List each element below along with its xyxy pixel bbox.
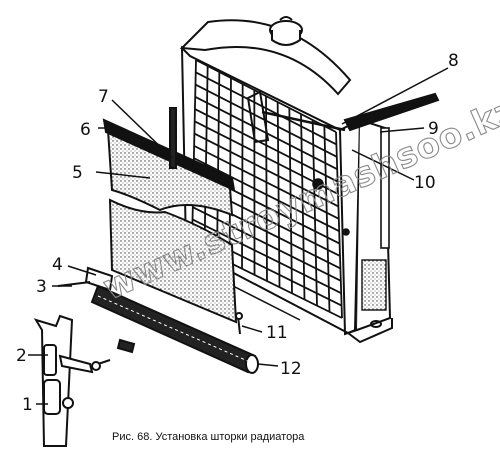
grille-vertical-bar bbox=[335, 131, 343, 319]
grille-vertical-bar bbox=[276, 101, 281, 288]
grille-vertical-bar bbox=[288, 107, 293, 294]
callout-labels: 7 6 5 4 3 2 1 8 9 10 11 12 bbox=[16, 51, 459, 415]
shutter-roller bbox=[90, 284, 259, 374]
grille-horizontal-bar bbox=[192, 206, 342, 282]
grille-horizontal-bar bbox=[195, 83, 338, 158]
grille-vertical-bar bbox=[191, 59, 197, 245]
grille-horizontal-bar bbox=[192, 218, 342, 295]
shutter-control-rod bbox=[246, 90, 440, 144]
grille-horizontal-bar bbox=[195, 71, 337, 146]
callout-7: 7 bbox=[98, 87, 109, 107]
grille-vertical-bar bbox=[228, 77, 232, 263]
callout-12: 12 bbox=[280, 359, 302, 379]
callout-6: 6 bbox=[80, 120, 91, 140]
mounting-bracket bbox=[33, 314, 136, 447]
callout-1: 1 bbox=[22, 395, 33, 415]
grille-vertical-bar bbox=[241, 83, 244, 269]
callout-10: 10 bbox=[414, 173, 436, 193]
leader-lines bbox=[28, 67, 449, 405]
callout-8: 8 bbox=[448, 51, 459, 71]
callout-2: 2 bbox=[16, 346, 27, 366]
callout-4: 4 bbox=[52, 255, 63, 275]
grille-vertical-bar bbox=[323, 125, 331, 312]
callout-5: 5 bbox=[72, 163, 83, 183]
grille-vertical-bar bbox=[216, 71, 221, 257]
figure-caption: Рис. 68. Установка шторки радиатора bbox=[112, 431, 305, 443]
radiator-side-tube bbox=[312, 127, 390, 249]
grille-vertical-bar bbox=[203, 65, 209, 251]
grille-horizontal-bar bbox=[195, 59, 337, 133]
callout-11: 11 bbox=[266, 323, 288, 343]
callout-3: 3 bbox=[36, 277, 47, 297]
callout-9: 9 bbox=[428, 119, 439, 139]
grille-horizontal-bar bbox=[193, 145, 340, 220]
lower-shutter-blind bbox=[108, 198, 238, 324]
grille-horizontal-bar bbox=[193, 157, 340, 233]
grille-horizontal-bar bbox=[193, 132, 339, 208]
grille-vertical-bar bbox=[311, 119, 318, 306]
grille-vertical-bar bbox=[300, 113, 306, 300]
grille-horizontal-bar bbox=[194, 108, 339, 183]
